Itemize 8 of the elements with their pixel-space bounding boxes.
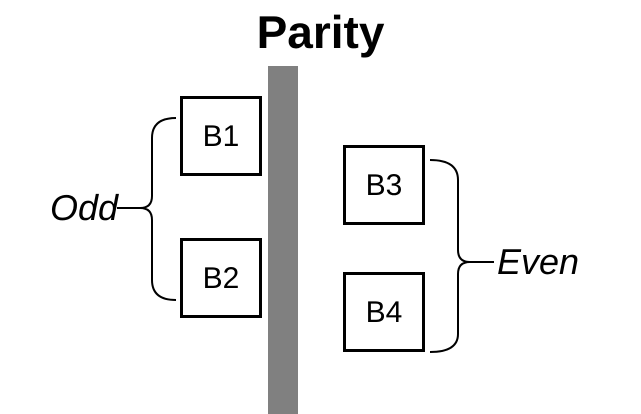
group-label: Even [497,240,580,284]
label-box: B4 [343,272,425,352]
diagram-title: Parity [256,5,386,60]
label-box: B3 [343,145,425,225]
label-box: B1 [180,96,262,176]
divider-bar [268,66,298,414]
group-label: Odd [48,186,118,230]
label-box: B2 [180,238,262,318]
